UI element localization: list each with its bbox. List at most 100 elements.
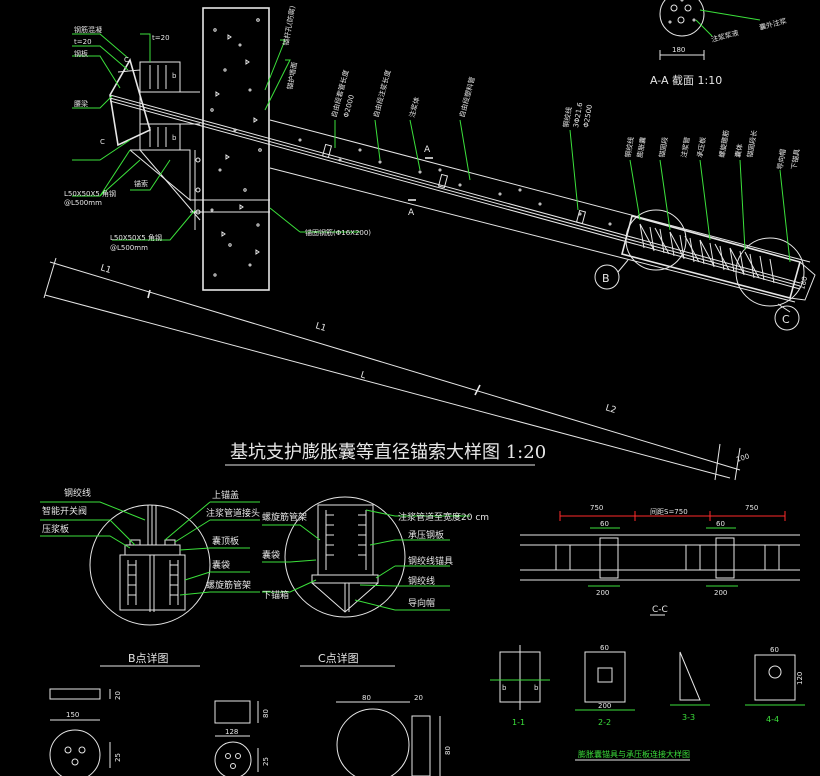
- pr-dim-200: 200: [598, 702, 611, 710]
- section-a-marks: A A: [408, 145, 433, 218]
- label-anchor-section: 锚固段: [657, 136, 670, 158]
- anchor-leaders: [334, 119, 471, 181]
- label-steel-plate-left: 钢板: [74, 49, 88, 58]
- b-smart-valve: 智能开关阀: [42, 505, 87, 517]
- anchor-body: [109, 94, 816, 307]
- section-a-label-top: A: [424, 145, 431, 155]
- label-spiral: 螺旋箍筋: [717, 129, 731, 158]
- cc-dim-200-b: 200: [714, 589, 727, 597]
- label-waler: 腰梁: [74, 99, 88, 108]
- label-bulb: 膨胀囊: [635, 136, 648, 158]
- bottom-left-parts: [49, 688, 441, 776]
- cc-dim-60-a: 60: [600, 520, 609, 528]
- label-t20-b: t=20: [152, 34, 170, 42]
- callout-b: B: [602, 272, 610, 285]
- label-lower-anchor: 下锚具: [789, 148, 802, 170]
- label-c-bottom: C: [100, 138, 105, 146]
- p-dim-80-c: 80: [444, 746, 452, 755]
- label-angle-1: L50X50X5 角钢: [64, 189, 116, 198]
- dim-l2: L2: [604, 403, 617, 416]
- label-strand-a: 钢绞线: [561, 106, 574, 128]
- label-grout-body: 注浆体: [407, 96, 421, 119]
- pr-dim-120: 120: [796, 672, 804, 685]
- b-top-plate: 囊顶板: [212, 535, 239, 547]
- section-a-label-bottom: A: [408, 208, 415, 218]
- detail-c-title: C点详图: [318, 651, 359, 665]
- label-strand-b: 钢绞线: [623, 136, 636, 158]
- label-guide-cap: 导向帽: [775, 148, 788, 170]
- bottom-right-parts: [490, 645, 805, 761]
- label-concrete: 钢筋混凝: [74, 25, 102, 34]
- pr-label-1: 1-1: [512, 718, 525, 727]
- detail-b-drawing: [40, 501, 260, 626]
- label-bag: 囊体: [733, 143, 744, 158]
- c-guide-cap: 导向帽: [408, 597, 435, 609]
- p-dim-80-b: 80: [362, 694, 371, 702]
- b-spiral-frame: 螺旋筋管架: [206, 579, 251, 591]
- cc-dim-60-b: 60: [716, 520, 725, 528]
- svg-text:b: b: [172, 134, 177, 142]
- callouts: B C: [594, 259, 800, 331]
- aa-title: A-A 截面 1:10: [650, 73, 722, 87]
- section-aa: [659, 0, 761, 60]
- dim-l1-top: L1: [99, 263, 112, 276]
- pr-note: 膨胀囊锚具与承压板连接大样图: [578, 749, 690, 759]
- right-leaders: [569, 129, 791, 263]
- b-press-plate: 压浆板: [42, 523, 69, 535]
- retaining-wall: [202, 7, 270, 291]
- p-dim-25-b: 25: [262, 757, 270, 766]
- callout-c: C: [782, 313, 790, 326]
- pr-dim-b1: b: [502, 684, 507, 692]
- pr-dim-60-b: 60: [770, 646, 779, 654]
- p-dim-25: 25: [114, 753, 122, 762]
- p-dim-128: 128: [225, 728, 238, 736]
- b-strand: 钢绞线: [64, 487, 91, 499]
- label-free-grout: 自由段注浆长度: [371, 69, 392, 119]
- drawing-title: 基坑支护膨胀囊等直径锚索大样图 1:20: [230, 442, 546, 463]
- pr-dim-60-a: 60: [600, 644, 609, 652]
- label-c-top: C: [124, 56, 129, 64]
- aa-outer-label: 囊外注浆: [758, 16, 787, 32]
- c-lower-box: 下锚箱: [262, 589, 289, 601]
- label-angle-1-spacing: @L500mm: [64, 199, 102, 207]
- label-t20-a: t=20: [74, 38, 92, 46]
- cc-dim-200-a: 200: [596, 589, 609, 597]
- p-dim-80-a: 80: [262, 709, 270, 718]
- dim-end: 100: [735, 452, 750, 464]
- svg-text:b: b: [172, 72, 177, 80]
- b-bag: 囊袋: [212, 559, 230, 571]
- cc-title: C-C: [652, 605, 668, 615]
- p-dim-20: 20: [114, 691, 122, 700]
- expansion-bulb: [621, 209, 805, 307]
- pr-label-3: 3-3: [682, 713, 695, 722]
- detail-b-title: B点详图: [128, 651, 169, 665]
- detail-c-drawing: [262, 496, 470, 618]
- label-angle-2: L50X50X5 角钢: [110, 233, 162, 242]
- pr-dim-b2: b: [534, 684, 539, 692]
- b-grout-joint: 注浆管道接头: [206, 507, 260, 519]
- left-leaders: [72, 33, 360, 241]
- b-upper-cap: 上锚盖: [212, 489, 239, 501]
- pr-label-2: 2-2: [598, 718, 611, 727]
- anchor-head: b b: [109, 57, 270, 230]
- cc-dim-left: 750: [590, 504, 603, 512]
- dim-side: 180: [798, 276, 809, 291]
- label-angle-2-spacing: @L500mm: [110, 244, 148, 252]
- dim-l1: L1: [314, 321, 327, 334]
- cc-dim-middle: 间距S=750: [650, 508, 688, 516]
- aa-grout-label: 注浆浆液: [710, 28, 739, 44]
- label-grout-pipe: 注浆管: [679, 136, 692, 158]
- label-anchor-length: 锚固段长: [745, 129, 759, 158]
- c-grout-pipe: 注浆管道至宽度20 cm: [398, 511, 489, 523]
- c-bearing-plate: 承压钢板: [408, 529, 444, 541]
- label-free-pipe: 自由段塑料管: [457, 76, 477, 119]
- p-dim-20-b: 20: [414, 694, 423, 702]
- label-phi2500: Φ2500: [582, 104, 594, 128]
- cc-drawing: [520, 511, 800, 616]
- pr-label-4: 4-4: [766, 715, 779, 724]
- length-dimensions: [43, 257, 741, 481]
- label-anchor-rebar: 锚固钢筋(Φ16X200): [305, 228, 371, 237]
- label-anchor-hole: 锚杆孔(防腐): [281, 5, 297, 47]
- label-phi2000: Φ2000: [342, 94, 356, 119]
